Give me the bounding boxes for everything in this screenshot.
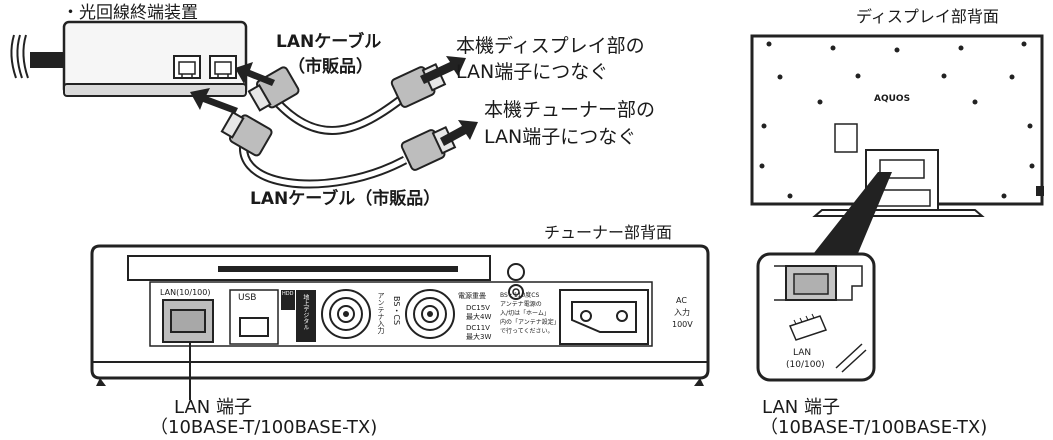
lan-cable-bottom [220, 110, 457, 189]
tv-brand-logo: AQUOS [874, 94, 911, 104]
cable-top-label-line2: （市販品） [288, 57, 373, 77]
tuner-power-feed-label: 電源重畳 [458, 292, 486, 300]
tuner-note-line1: BS・110度CS [500, 292, 540, 299]
zoom-lan-label: LAN [793, 348, 812, 358]
fiber-line-icon [10, 34, 29, 79]
tuner-ac-voltage-label: 100V [672, 320, 693, 329]
cable-bottom-label: LANケーブル（市販品） [250, 189, 441, 209]
dest-display-line2: LAN端子につなぐ [456, 61, 609, 83]
tuner-unit [90, 244, 710, 400]
tuner-max3-label: 最大3W [466, 333, 492, 341]
terminal-right-line1: LAN 端子 [762, 397, 840, 418]
tuner-note-line3: 入/切は「ホーム」 [500, 310, 550, 317]
terminal-left-line2: （10BASE-T/100BASE-TX) [150, 417, 378, 438]
onu-label: ・光回線終端装置 [62, 3, 198, 23]
tuner-usb-label: USB [238, 293, 257, 303]
tuner-note-line2: アンテナ電源の [500, 301, 542, 308]
display-back-title: ディスプレイ部背面 [856, 7, 999, 26]
tuner-terrestrial-label: 地上デジタル [301, 294, 309, 330]
dest-tuner-line1: 本機チューナー部の [484, 99, 656, 121]
tuner-max4-label: 最大4W [466, 313, 492, 321]
tuner-antenna-input-label: アンテナ入力 [377, 292, 386, 334]
tuner-hdd-label: HDD [282, 291, 294, 297]
tuner-back-title: チューナー部背面 [544, 223, 673, 242]
arrow-icon [190, 56, 478, 146]
onu-device [62, 20, 248, 97]
tuner-lan-label: LAN(10/100) [160, 288, 211, 297]
tuner-dc15-label: DC15V [466, 304, 490, 312]
dest-display-line1: 本機ディスプレイ部の [456, 35, 645, 57]
tuner-dc11-label: DC11V [466, 324, 490, 332]
fiber-cable [30, 52, 70, 68]
dest-tuner-line2: LAN端子につなぐ [484, 126, 637, 148]
tuner-ac-label: AC [676, 296, 687, 305]
cable-top-label-line1: LANケーブル [276, 32, 382, 52]
terminal-left-line1: LAN 端子 [174, 397, 252, 418]
tv-display-back [750, 34, 1044, 382]
zoom-lan-speed-label: (10/100) [786, 360, 825, 370]
tuner-bs-cs-label: BS・CS [392, 296, 402, 326]
tuner-note-line5: で行ってください。 [500, 328, 554, 335]
terminal-right-line2: （10BASE-T/100BASE-TX) [760, 417, 988, 438]
tuner-ac-input-label: 入力 [674, 308, 690, 317]
tuner-note-line4: 内の「アンテナ設定」 [500, 319, 560, 326]
